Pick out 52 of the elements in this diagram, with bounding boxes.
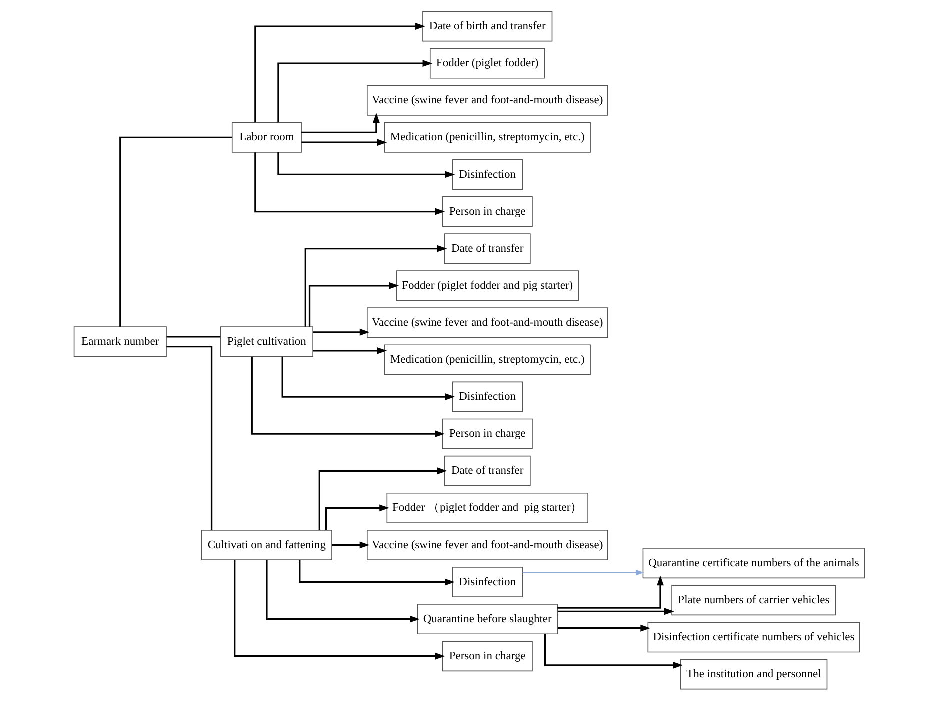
arrow — [254, 23, 426, 123]
node-box: Disinfection — [452, 382, 524, 412]
node-box: Labor room — [232, 122, 302, 153]
node-box: Medication (penicillin, streptomycin, etc.) — [384, 122, 591, 153]
arrow — [522, 570, 644, 576]
node-box: Fodder (piglet fodder) — [430, 48, 546, 79]
node-box: Date of transfer — [444, 234, 531, 264]
arrow — [254, 152, 446, 216]
node-box: Date of transfer — [444, 456, 531, 486]
arrow — [304, 245, 448, 327]
node-box: Person in charge — [442, 196, 533, 227]
arrow — [558, 624, 651, 632]
arrow — [251, 357, 445, 438]
node-box: Plate numbers of carrier vehicles — [672, 585, 836, 616]
node-box: Medication (penicillin, streptomycin, etc.) — [384, 344, 591, 376]
node-box: Vaccine (swine fever and foot-and-mouth disease) — [367, 530, 608, 560]
node-box: The institution and personnel — [680, 659, 828, 690]
arrow — [313, 347, 388, 354]
connector — [166, 336, 221, 338]
node-box: Earmark number — [74, 326, 167, 358]
node-box: Date of birth and transfer — [422, 11, 553, 42]
arrow — [313, 328, 370, 336]
node-box: Fodder （piglet fodder and pig starter） — [386, 492, 588, 524]
arrow — [282, 356, 456, 400]
arrow — [558, 576, 664, 609]
node-box: Person in charge — [442, 418, 533, 450]
arrow — [558, 608, 674, 616]
node-box: Quarantine certificate numbers of the animals — [642, 548, 866, 579]
arrow — [325, 504, 390, 530]
connector — [120, 136, 232, 327]
node-box: Cultivati on and fattening — [202, 530, 332, 560]
arrow — [278, 60, 433, 123]
node-box: Disinfection — [452, 567, 524, 598]
arrow — [318, 468, 448, 530]
node-box: Piglet cultivation — [220, 326, 314, 358]
node-box: Quarantine before slaughter — [417, 604, 558, 635]
arrow — [278, 152, 456, 178]
arrow — [308, 282, 400, 327]
arrow — [266, 560, 420, 623]
arrow — [299, 560, 456, 586]
arrow — [544, 634, 684, 669]
node-box: Person in charge — [442, 641, 533, 672]
arrow — [302, 113, 380, 134]
connector — [166, 346, 213, 530]
node-box: Disinfection certificate numbers of vehicles — [648, 622, 860, 653]
node-box: Vaccine (swine fever and foot-and-mouth disease) — [367, 85, 608, 116]
node-box: Disinfection — [452, 159, 524, 190]
arrow — [302, 139, 388, 146]
node-box: Vaccine (swine fever and foot-and-mouth disease) — [367, 308, 608, 338]
arrow — [234, 560, 446, 660]
arrow — [332, 542, 370, 549]
node-box: Fodder (piglet fodder and pig starter) — [396, 270, 579, 302]
